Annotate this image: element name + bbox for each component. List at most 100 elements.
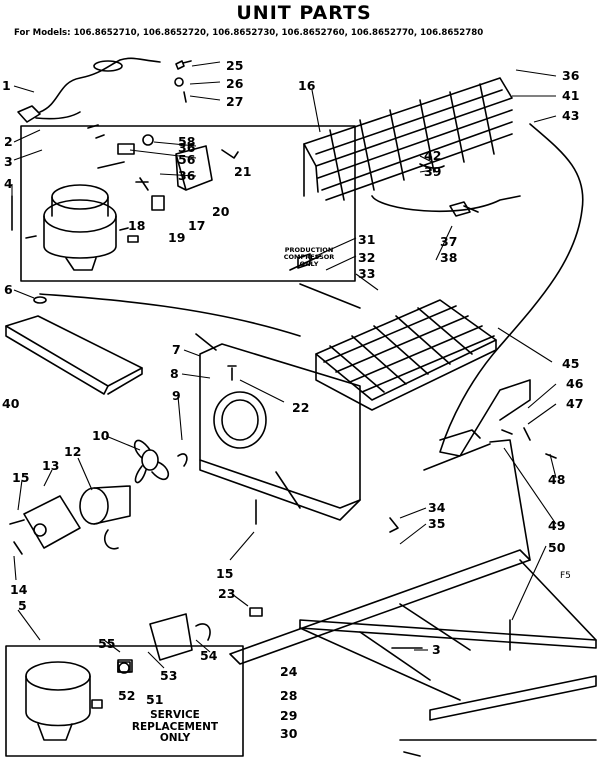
callout-6: 6 <box>4 282 13 297</box>
callout-26: 26 <box>226 76 244 91</box>
part-58 <box>142 134 154 146</box>
callout-14: 14 <box>10 582 28 597</box>
callout-37: 37 <box>440 234 457 249</box>
callout-16: 16 <box>298 78 316 93</box>
production-compressor-box <box>20 125 356 282</box>
callout-13: 13 <box>42 458 59 473</box>
callout-35: 35 <box>428 516 445 531</box>
callout-36-a: 36 <box>178 140 196 155</box>
callout-8: 8 <box>170 366 179 381</box>
bracket-37 <box>449 201 479 217</box>
callout-45: 45 <box>562 356 579 371</box>
bracket-hole <box>33 523 47 537</box>
service-compressor <box>25 661 103 741</box>
callout-23: 23 <box>218 586 235 601</box>
part-51 <box>118 662 130 674</box>
tube-32 <box>299 283 361 309</box>
callout-12: 12 <box>64 444 81 459</box>
clip-2 <box>87 124 99 129</box>
callout-18: 18 <box>128 218 145 233</box>
callout-55: 55 <box>98 636 115 651</box>
leader-lines <box>11 61 557 669</box>
callout-numbers: 1 2 3 4 5 6 7 8 9 10 12 13 14 15 15 16 1… <box>2 58 584 741</box>
callout-32: 32 <box>358 250 375 265</box>
drain-pan <box>5 315 143 395</box>
callout-34: 34 <box>428 500 446 515</box>
callout-36-b: 36 <box>178 168 196 183</box>
relay-cover-53 <box>149 613 193 661</box>
fan-motor <box>79 485 131 550</box>
callout-48: 48 <box>548 472 565 487</box>
callout-50: 50 <box>548 540 566 555</box>
callout-51: 51 <box>146 692 163 707</box>
tube-45 <box>439 345 531 457</box>
callout-46: 46 <box>566 376 584 391</box>
callout-30: 30 <box>280 726 298 741</box>
clip-3 <box>95 134 105 139</box>
callout-15b: 15 <box>216 566 233 581</box>
callout-49: 49 <box>548 518 565 533</box>
clip-23 <box>249 607 263 617</box>
callout-3: 3 <box>4 154 13 169</box>
service-replacement-label: SERVICE REPLACEMENT ONLY <box>131 709 219 745</box>
callout-19: 19 <box>168 230 185 245</box>
part-52 <box>117 661 131 673</box>
callout-9: 9 <box>172 388 181 403</box>
callout-54: 54 <box>200 648 218 663</box>
grommet-6 <box>33 296 47 304</box>
screw-25 <box>175 60 192 70</box>
corner-tag: F5 <box>560 571 571 581</box>
part-19 <box>151 195 165 211</box>
callout-7: 7 <box>172 342 181 357</box>
screw-22 <box>227 365 237 381</box>
screw-27 <box>183 91 187 103</box>
screws-14-15 <box>9 519 25 555</box>
part-31-32 <box>289 253 321 271</box>
callout-56: 56 <box>178 152 196 167</box>
part-18 <box>135 177 149 191</box>
callout-38: 38 <box>440 250 457 265</box>
callout-29: 29 <box>280 708 297 723</box>
callout-25: 25 <box>226 58 243 73</box>
fan-bracket <box>199 343 361 521</box>
callout-28: 28 <box>280 688 297 703</box>
callout-43: 43 <box>562 108 579 123</box>
callout-27: 27 <box>226 94 243 109</box>
clip-9 <box>177 453 188 467</box>
callout-1: 1 <box>2 78 11 93</box>
callout-47: 47 <box>566 396 583 411</box>
callout-22: 22 <box>292 400 309 415</box>
part-36-screw <box>97 161 125 169</box>
part-7 <box>195 333 217 351</box>
part-21 <box>221 149 239 159</box>
rail-49 <box>489 439 531 561</box>
clip-42 <box>419 163 445 169</box>
callout-58: 58 <box>178 134 195 149</box>
relay-cover-20 <box>175 145 213 191</box>
clip-26 <box>174 77 184 87</box>
part-34-35 <box>389 517 399 533</box>
callout-5: 5 <box>18 598 27 613</box>
callout-17: 17 <box>188 218 205 233</box>
line-6 <box>39 293 301 337</box>
callout-39: 39 <box>424 164 441 179</box>
power-cord <box>17 57 161 123</box>
callout-53: 53 <box>160 668 177 683</box>
callout-36-top: 36 <box>562 68 580 83</box>
callout-4: 4 <box>4 176 13 191</box>
callout-10: 10 <box>92 428 110 443</box>
tube-43 <box>499 123 584 347</box>
callout-41: 41 <box>562 88 579 103</box>
callout-15: 15 <box>12 470 29 485</box>
fan-blade <box>133 439 169 484</box>
evaporator <box>315 299 497 411</box>
callout-52: 52 <box>118 688 135 703</box>
callout-40: 40 <box>2 396 20 411</box>
compressor <box>25 184 139 271</box>
callout-20: 20 <box>212 204 230 219</box>
models-line: For Models: 106.8652710, 106.8652720, 10… <box>14 28 484 38</box>
callout-3b: 3 <box>432 642 441 657</box>
motor-bracket-13 <box>23 495 81 549</box>
